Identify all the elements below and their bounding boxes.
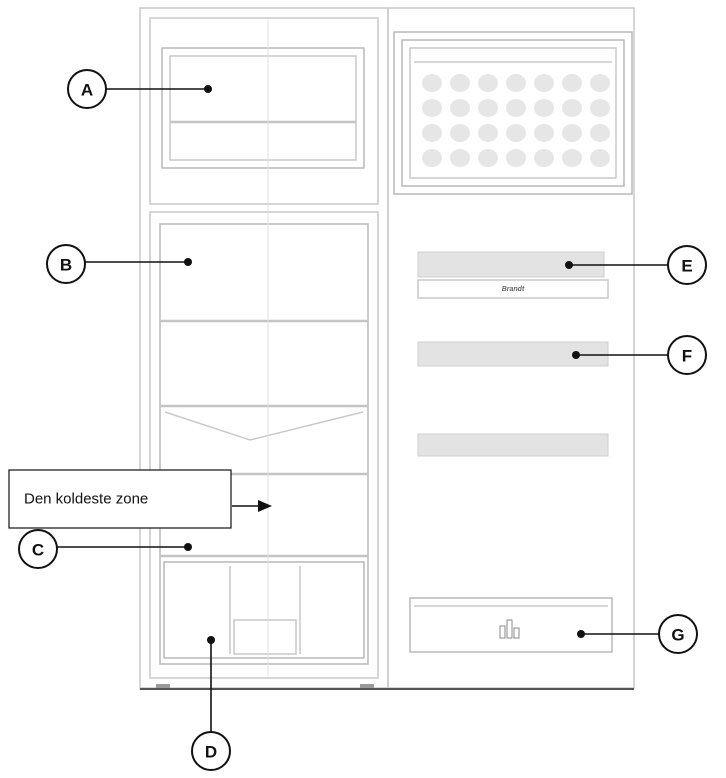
svg-text:F: F [682, 347, 692, 366]
callout-box [8, 469, 232, 529]
egg-cup [450, 74, 470, 92]
egg-cup [590, 99, 610, 117]
fridge-door: Brandt [387, 7, 635, 689]
egg-cup [534, 124, 554, 142]
egg-cup [562, 149, 582, 167]
egg-cup [450, 124, 470, 142]
callout-text: Den koldeste zone [24, 491, 148, 508]
bottle-icon [499, 619, 520, 639]
egg-cup [534, 99, 554, 117]
brand-logo: Brandt [502, 286, 525, 293]
crisper-drawer [163, 561, 365, 659]
egg-cup [422, 99, 442, 117]
callout-arrow [258, 500, 272, 512]
egg-cup [506, 149, 526, 167]
egg-cup [534, 74, 554, 92]
egg-cup [478, 149, 498, 167]
egg-cup [590, 124, 610, 142]
egg-cup [478, 74, 498, 92]
svg-text:G: G [671, 626, 684, 645]
egg-cup [590, 74, 610, 92]
egg-cup [422, 149, 442, 167]
label-g: G [577, 614, 698, 654]
egg-cups [422, 74, 610, 167]
shelf-2-lip [164, 411, 364, 441]
egg-cup [506, 74, 526, 92]
svg-text:E: E [681, 257, 692, 276]
egg-cup [422, 124, 442, 142]
egg-cup [478, 124, 498, 142]
egg-cup [590, 149, 610, 167]
egg-cup [506, 99, 526, 117]
egg-tray [393, 31, 633, 195]
label-a: A [67, 69, 212, 109]
svg-text:B: B [60, 256, 72, 275]
svg-text:A: A [81, 81, 93, 100]
egg-cup [450, 99, 470, 117]
door-shelf-lower [417, 433, 609, 457]
egg-cup [562, 124, 582, 142]
egg-cup [422, 74, 442, 92]
egg-cup [450, 149, 470, 167]
coldest-zone-callout: Den koldeste zone [8, 469, 272, 529]
label-d: D [191, 636, 231, 771]
label-e: E [565, 245, 707, 285]
svg-text:C: C [32, 541, 44, 560]
label-b: B [46, 244, 192, 284]
egg-cup [506, 124, 526, 142]
svg-text:D: D [205, 743, 217, 762]
label-c: C [18, 529, 192, 569]
bottle-rack [409, 597, 613, 653]
egg-cup [562, 74, 582, 92]
egg-cup [562, 99, 582, 117]
egg-cup [534, 149, 554, 167]
label-f: F [572, 335, 707, 375]
fridge-cabinet [139, 7, 389, 690]
egg-cup [478, 99, 498, 117]
